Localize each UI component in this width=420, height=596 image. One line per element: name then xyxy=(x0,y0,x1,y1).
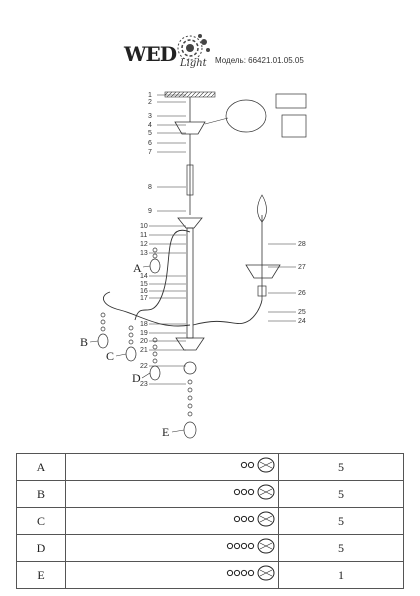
brand-subname: Light xyxy=(180,58,207,69)
callout-numbers: 1234567891011121314151617181920212223242… xyxy=(140,92,306,388)
callout-13: 13 xyxy=(140,250,148,257)
pendant-illustration xyxy=(65,480,279,508)
pendant-quantity: 1 xyxy=(278,561,404,589)
pendant-illustration xyxy=(65,507,279,535)
pendant-illustration xyxy=(65,534,279,562)
brand-logo: WED Light xyxy=(120,34,230,74)
callout-5: 5 xyxy=(148,130,152,137)
callout-2: 2 xyxy=(148,99,152,106)
pendant-label-e: E xyxy=(162,425,169,439)
callout-15: 15 xyxy=(140,281,148,288)
upper-cup xyxy=(177,217,203,229)
crystal-pendant-icon xyxy=(240,457,275,472)
callout-20: 20 xyxy=(140,338,148,345)
callout-21: 21 xyxy=(140,347,148,354)
canopy xyxy=(174,121,206,135)
chain-links xyxy=(186,164,194,196)
upper-decorative-arm xyxy=(134,229,191,321)
pendant-quantity: 5 xyxy=(278,534,404,562)
install-inset-bottom xyxy=(281,114,307,138)
callout-26: 26 xyxy=(298,290,306,297)
chandelier-diagram: A B C D E 123456789101112131415161718192… xyxy=(80,91,307,439)
pendant-type-label: B xyxy=(16,480,66,508)
pendant-type-label: E xyxy=(16,561,66,589)
pendant-label-a: A xyxy=(133,261,142,275)
detail-leader xyxy=(204,117,229,125)
model-number: Модель: 66421.01.05.05 xyxy=(215,56,304,65)
pendant-illustration xyxy=(65,453,279,481)
callout-25: 25 xyxy=(298,309,306,316)
callout-28: 28 xyxy=(298,241,306,248)
pendant-quantity: 5 xyxy=(278,480,404,508)
callout-4: 4 xyxy=(148,122,152,129)
callout-10: 10 xyxy=(140,223,148,230)
callout-3: 3 xyxy=(148,113,152,120)
left-arm xyxy=(103,291,191,327)
callout-11: 11 xyxy=(140,232,147,239)
callout-9: 9 xyxy=(148,208,152,215)
right-arm xyxy=(192,299,263,326)
callout-23: 23 xyxy=(140,381,148,388)
candle-socket xyxy=(257,285,267,297)
pendant-illustration xyxy=(65,561,279,589)
crystal-pendant-icon xyxy=(233,511,275,526)
callout-24: 24 xyxy=(298,318,306,325)
bulb-icon xyxy=(257,194,267,223)
ceiling-hatch xyxy=(164,91,216,98)
drip-cup xyxy=(245,264,281,279)
callout-22: 22 xyxy=(140,363,148,370)
detail-bubble xyxy=(225,99,267,133)
logo-swirl-icon xyxy=(177,34,210,61)
pendant-type-label: D xyxy=(16,534,66,562)
crystal-pendant-icon xyxy=(226,565,275,580)
callout-8: 8 xyxy=(148,184,152,191)
pendant-quantity: 5 xyxy=(278,507,404,535)
central-column xyxy=(186,227,194,339)
pendant-label-d: D xyxy=(132,371,141,385)
pendant-leaders xyxy=(89,265,185,433)
callout-27: 27 xyxy=(298,264,306,271)
callout-16: 16 xyxy=(140,288,148,295)
callout-6: 6 xyxy=(148,140,152,147)
callout-12: 12 xyxy=(140,241,148,248)
crystal-pendant-icon xyxy=(226,538,275,553)
callout-17: 17 xyxy=(140,295,148,302)
pendant-label-c: C xyxy=(106,349,114,363)
callout-1: 1 xyxy=(148,92,152,99)
pendant-quantity: 5 xyxy=(278,453,404,481)
lower-bowl xyxy=(175,337,205,351)
brand-name: WED xyxy=(124,42,177,66)
bottom-ball xyxy=(183,361,197,375)
callout-18: 18 xyxy=(140,321,148,328)
pendant-label-b: B xyxy=(80,335,88,349)
callout-7: 7 xyxy=(148,149,152,156)
pendant-type-label: A xyxy=(16,453,66,481)
callout-19: 19 xyxy=(140,330,148,337)
crystal-pendant-icon xyxy=(233,484,275,499)
callout-14: 14 xyxy=(140,273,148,280)
install-inset-top xyxy=(275,93,307,109)
pendant-type-label: C xyxy=(16,507,66,535)
